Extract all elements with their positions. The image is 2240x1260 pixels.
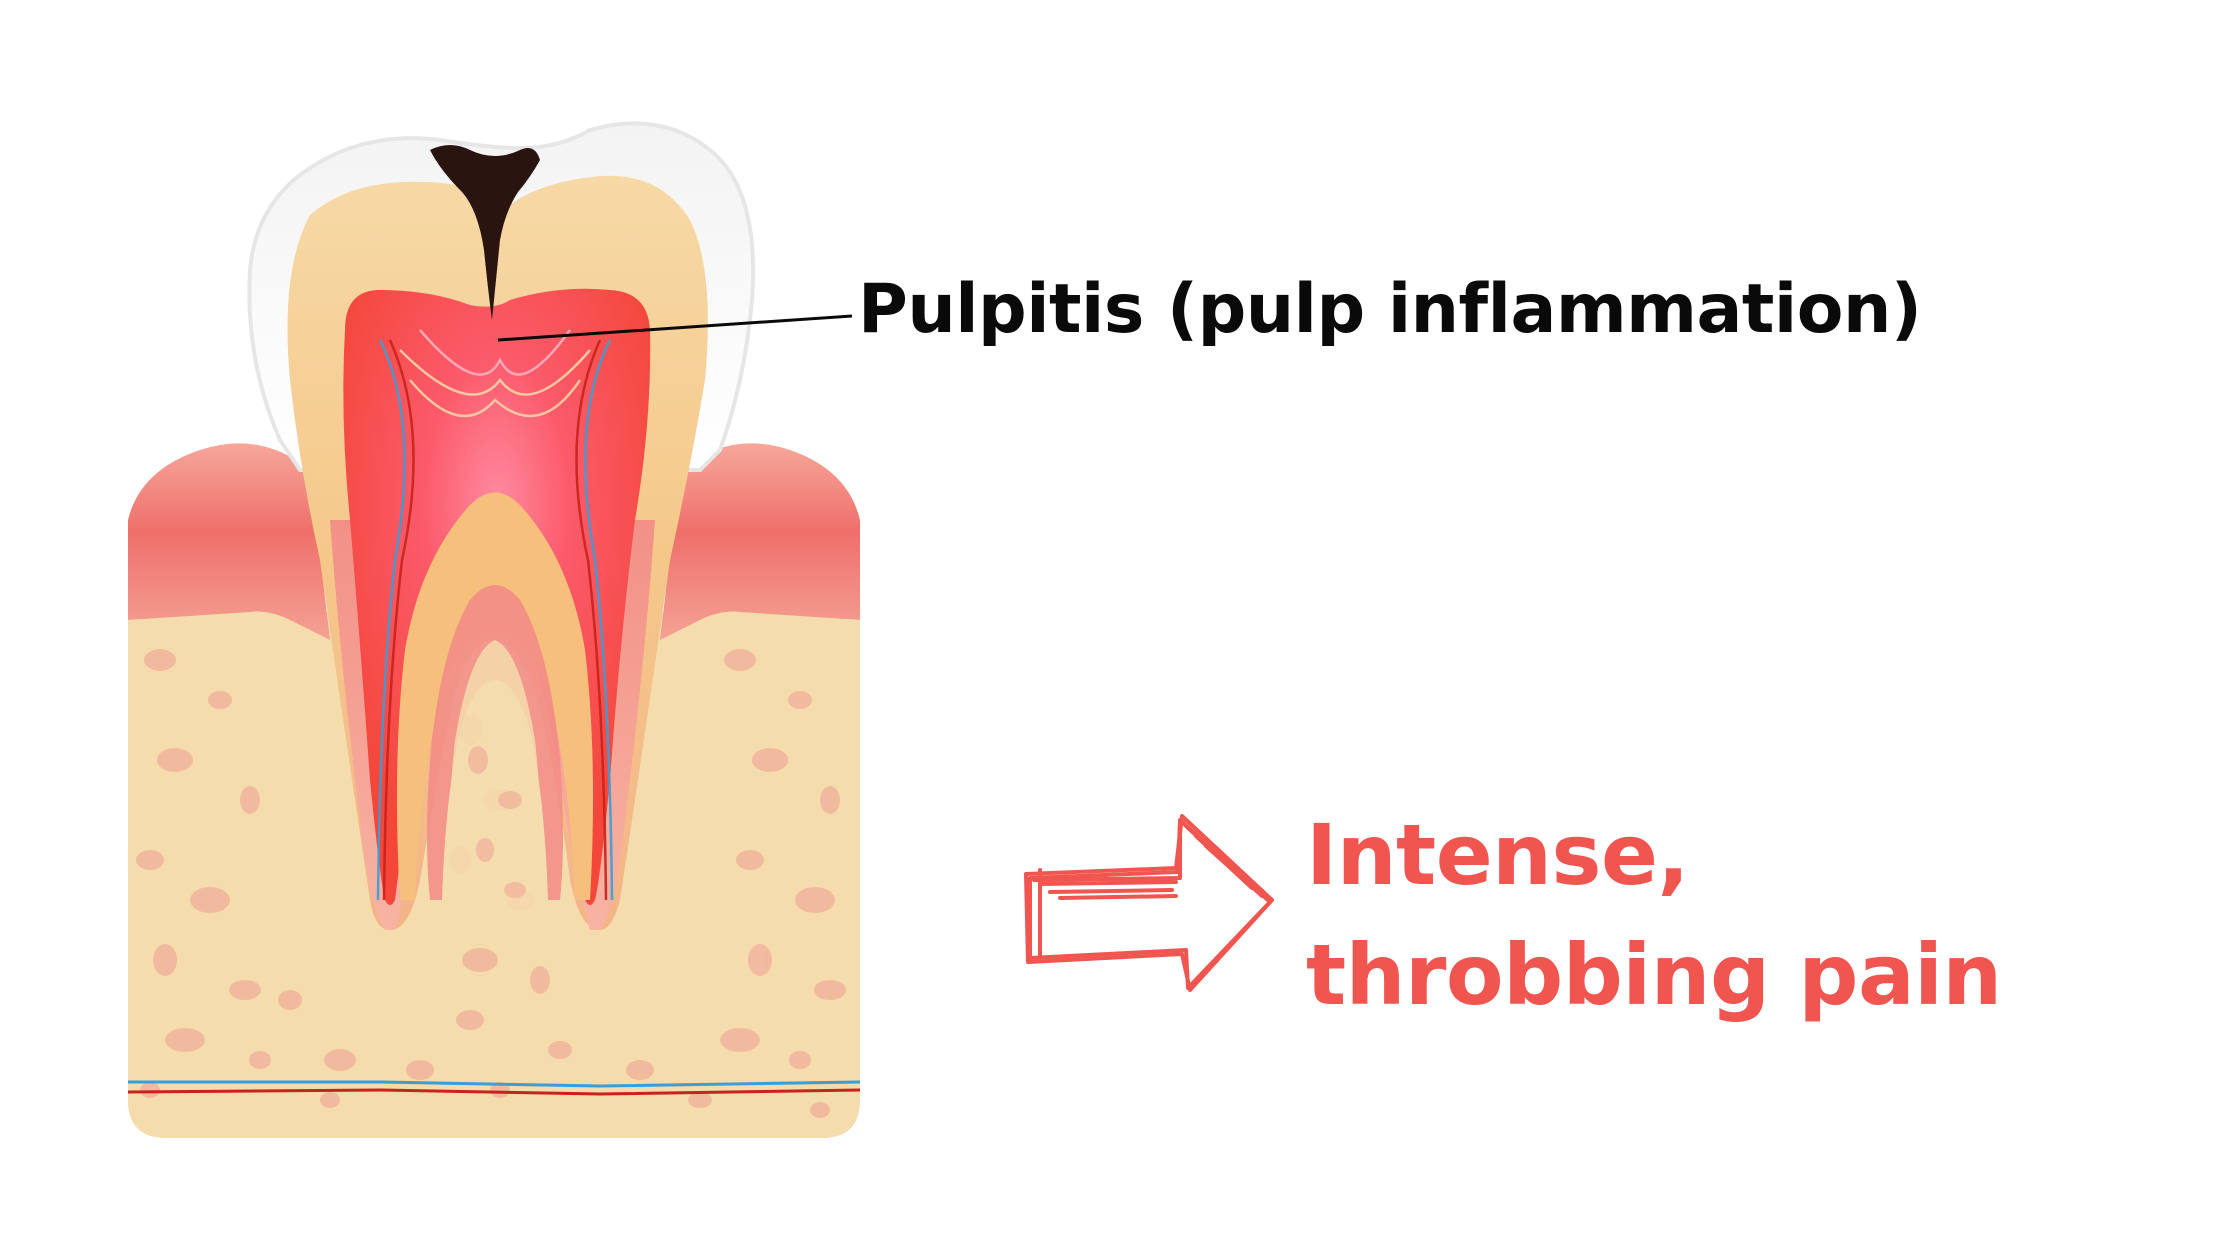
symptom-label: Intense, throbbing pain — [1306, 806, 2002, 1024]
pulpitis-label: Pulpitis (pulp inflammation) — [858, 270, 1922, 349]
gum-tissue — [128, 443, 860, 640]
leader-line — [497, 314, 853, 342]
tooth-cross-section — [247, 121, 756, 930]
sketch-arrow-right-icon — [1024, 814, 1274, 992]
